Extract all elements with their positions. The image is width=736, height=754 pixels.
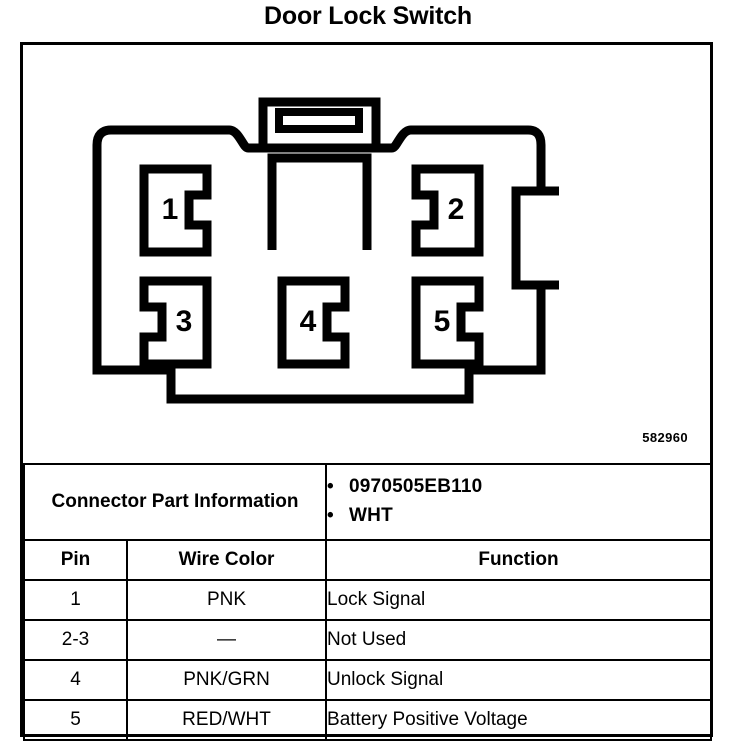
- table-row: 5 RED/WHT Battery Positive Voltage: [23, 699, 713, 741]
- cell-function: Lock Signal: [325, 579, 713, 621]
- cell-pin: 2-3: [23, 619, 128, 661]
- cavity-4-outline: [277, 276, 350, 369]
- cell-function: Unlock Signal: [325, 659, 713, 701]
- cell-wire-color: PNK/GRN: [125, 659, 328, 701]
- cavity-3-outline: [139, 276, 212, 369]
- connector-part-number-item: • 0970505EB110: [327, 473, 710, 502]
- page-title: Door Lock Switch: [264, 2, 472, 30]
- cavity-4-label: 4: [300, 305, 317, 338]
- cavity-1-label: 1: [162, 193, 179, 226]
- cavity-5-outline: [411, 276, 484, 369]
- bullet-icon: •: [327, 505, 334, 526]
- table-row: 2-3 — Not Used: [23, 619, 713, 661]
- table-header-row: Pin Wire Color Function: [23, 539, 713, 581]
- cell-wire-color: —: [125, 619, 328, 661]
- cavity-3-label: 3: [176, 305, 193, 338]
- connector-part-number: 0970505EB110: [349, 476, 483, 498]
- connector-body-outline: [92, 97, 546, 404]
- table-row: 4 PNK/GRN Unlock Signal: [23, 659, 713, 701]
- locking-tab-slot: [275, 108, 363, 133]
- connector-part-information-list: • 0970505EB110 • WHT: [327, 473, 710, 531]
- cavity-2-label: 2: [448, 193, 465, 226]
- cavity-2-outline: [411, 164, 484, 257]
- table-row: 1 PNK Lock Signal: [23, 579, 713, 621]
- connector-part-information-values: • 0970505EB110 • WHT: [325, 463, 713, 541]
- content-frame: 1 2 3 4 5 582960 Connector Part Inform: [20, 42, 713, 741]
- connector-color: WHT: [349, 505, 393, 526]
- bullet-icon: •: [327, 476, 334, 498]
- cell-wire-color: RED/WHT: [125, 699, 328, 741]
- diagram-reference-number: 582960: [642, 430, 688, 445]
- cavity-1-outline: [139, 164, 212, 257]
- locking-tab-outer: [258, 97, 381, 153]
- column-header-wire-color: Wire Color: [125, 539, 328, 581]
- connector-diagram: 1 2 3 4 5: [92, 97, 559, 404]
- cavity-5-label: 5: [434, 305, 451, 338]
- connector-part-information-row: Connector Part Information • 0970505EB11…: [22, 463, 713, 541]
- center-keyway-notch: [267, 153, 372, 250]
- connector-color-item: • WHT: [327, 502, 710, 531]
- cell-pin: 1: [23, 579, 128, 621]
- cell-pin: 4: [23, 659, 128, 701]
- connector-pinout-table: Connector Part Information • 0970505EB11…: [22, 463, 713, 741]
- connector-diagram-area: 1 2 3 4 5 582960: [23, 45, 710, 463]
- right-side-tab-cutout: [511, 186, 559, 290]
- cell-wire-color: PNK: [125, 579, 328, 621]
- connector-part-information-label: Connector Part Information: [22, 463, 328, 541]
- column-header-function: Function: [325, 539, 713, 581]
- cell-function: Battery Positive Voltage: [325, 699, 713, 741]
- column-header-pin: Pin: [23, 539, 128, 581]
- cell-function: Not Used: [325, 619, 713, 661]
- cell-pin: 5: [23, 699, 128, 741]
